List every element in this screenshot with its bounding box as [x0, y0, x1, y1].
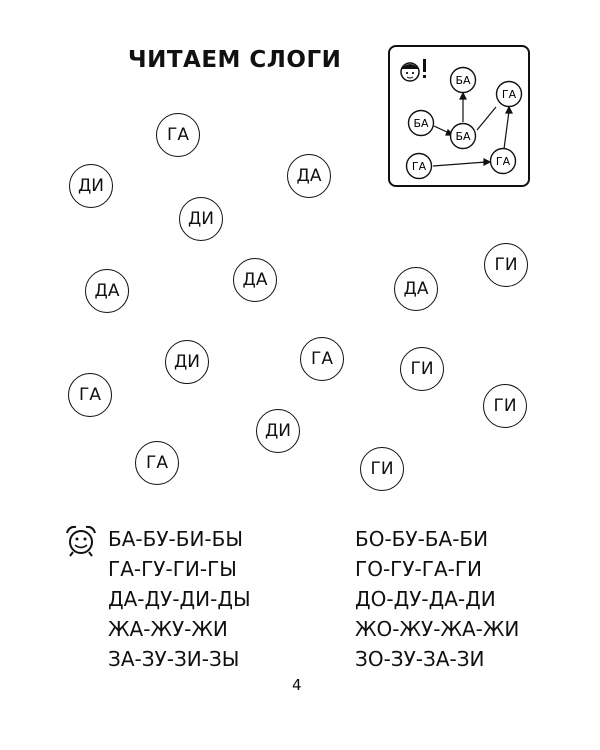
syllable-circle: ГА — [156, 113, 200, 157]
syllable-circle: ДИ — [69, 164, 113, 208]
page-number: 4 — [292, 676, 302, 694]
example-syllable: БА — [413, 117, 429, 130]
syllable-circle: ДА — [394, 267, 438, 311]
syllable-circle: ГИ — [360, 447, 404, 491]
syllable-circle: ДИ — [179, 197, 223, 241]
example-syllable: ГА — [502, 88, 517, 101]
syllable-row-right: БО-БУ-БА-БИ — [355, 527, 489, 551]
syllable-circle: ГИ — [483, 384, 527, 428]
syllable-row-left: БА-БУ-БИ-БЫ — [108, 527, 244, 551]
example-circle — [489, 147, 517, 175]
example-circle — [449, 66, 477, 94]
example-circle — [495, 80, 523, 108]
syllable-row-left: ЗА-ЗУ-ЗИ-ЗЫ — [108, 647, 240, 671]
example-syllable: ГА — [412, 160, 427, 173]
syllable-row-right: ЗО-ЗУ-ЗА-ЗИ — [355, 647, 485, 671]
syllable-row-right: ГО-ГУ-ГА-ГИ — [355, 557, 483, 581]
syllable-circle: ДА — [233, 258, 277, 302]
example-circle — [407, 109, 435, 137]
syllable-circle: ДА — [287, 154, 331, 198]
syllable-row-right: ДО-ДУ-ДА-ДИ — [355, 587, 496, 611]
syllable-row-left: ДА-ДУ-ДИ-ДЫ — [108, 587, 251, 611]
example-circle — [405, 152, 433, 180]
example-syllable: БА — [455, 130, 471, 143]
example-circle — [449, 122, 477, 150]
syllable-circle: ДИ — [165, 340, 209, 384]
syllable-circle: ГИ — [400, 347, 444, 391]
example-diagram: БА ГА БА БА ГА ГА — [400, 59, 523, 180]
example-box: БА ГА БА БА ГА ГА — [388, 45, 530, 187]
syllable-circle: ДИ — [256, 409, 300, 453]
alarm-clock-icon — [66, 525, 96, 557]
syllable-circle: ГА — [68, 373, 112, 417]
syllable-row-left: ЖА-ЖУ-ЖИ — [108, 617, 228, 641]
child-face-exclamation-icon — [400, 59, 426, 82]
example-syllable: ГА — [496, 155, 511, 168]
syllable-circle: ГА — [135, 441, 179, 485]
syllable-circle: ГИ — [484, 243, 528, 287]
syllable-row-right: ЖО-ЖУ-ЖА-ЖИ — [355, 617, 520, 641]
syllable-row-left: ГА-ГУ-ГИ-ГЫ — [108, 557, 237, 581]
syllable-circle: ГА — [300, 337, 344, 381]
syllable-circle: ДА — [85, 269, 129, 313]
page-title: ЧИТАЕМ СЛОГИ — [128, 47, 342, 73]
example-syllable: БА — [455, 74, 471, 87]
